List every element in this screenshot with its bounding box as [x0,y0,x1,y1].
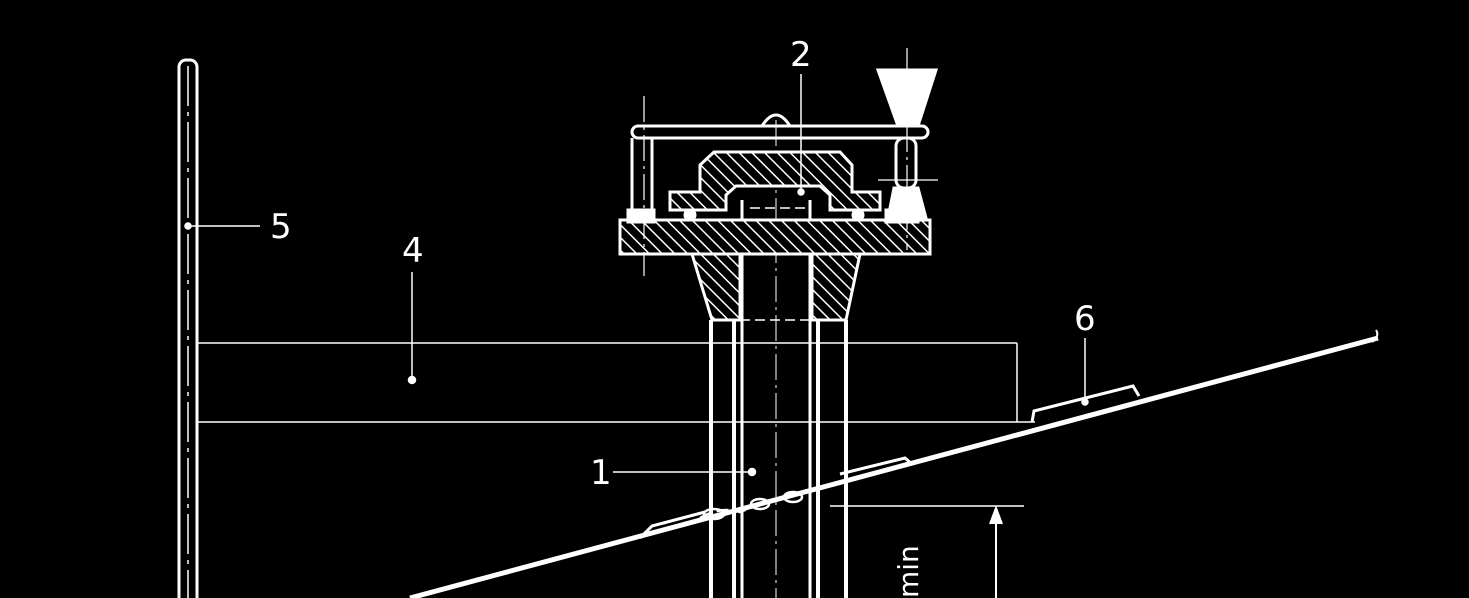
vertical-pipe [699,120,851,598]
label-1: 1 [590,453,612,493]
dimension-arrow [830,505,1024,598]
handle-bar [630,96,930,276]
dimension-label: min [892,545,925,598]
vertical-post [177,58,199,598]
label-4: 4 [402,231,424,271]
roof-plate [638,384,1141,540]
sloped-roof [409,329,1379,598]
label-2: 2 [790,35,812,75]
leader-lines [184,74,1089,477]
funnel-tool [875,48,939,250]
flange-housing [618,150,932,322]
label-6: 6 [1074,299,1096,339]
label-5: 5 [270,207,292,247]
horizontal-beam [197,342,1035,423]
